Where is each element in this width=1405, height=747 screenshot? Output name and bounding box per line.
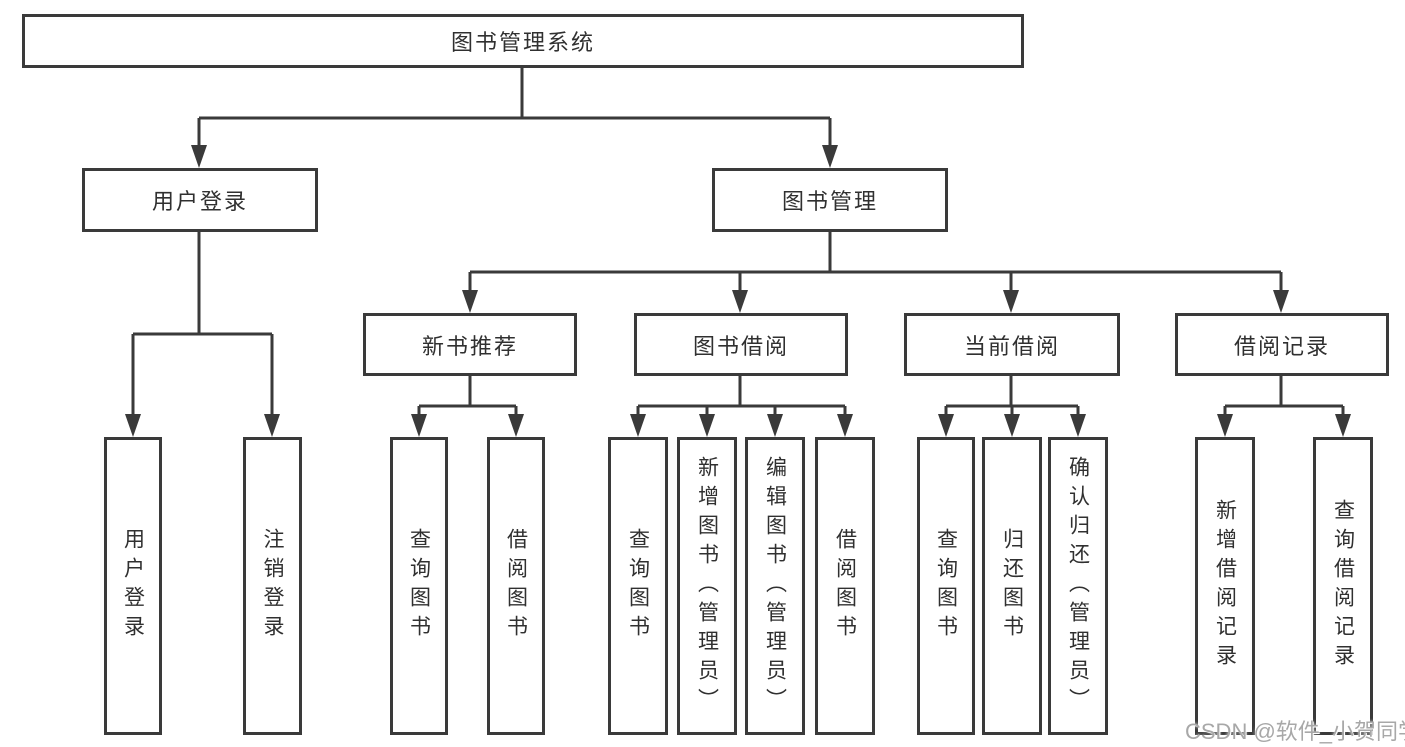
node-book-borrowing: 图书借阅 bbox=[634, 313, 848, 376]
leaf-query-borrow-record: 查询借阅记录 bbox=[1313, 437, 1373, 735]
leaf-edit-books-admin: 编辑图书（管理员） bbox=[745, 437, 805, 735]
leaf-borrow-books: 借阅图书 bbox=[815, 437, 875, 735]
node-current-borrowing: 当前借阅 bbox=[904, 313, 1120, 376]
node-label: 借阅图书 bbox=[504, 528, 528, 644]
node-label: 新书推荐 bbox=[421, 333, 518, 359]
leaf-return-books: 归还图书 bbox=[982, 437, 1042, 735]
leaf-confirm-return-admin: 确认归还（管理员） bbox=[1048, 437, 1108, 735]
leaf-borrow-books-recommend: 借阅图书 bbox=[487, 437, 545, 735]
leaf-query-books-borrowing: 查询图书 bbox=[608, 437, 668, 735]
node-label: 借阅记录 bbox=[1233, 333, 1330, 359]
node-label: 图书管理系统 bbox=[450, 30, 595, 55]
leaf-query-books-current: 查询图书 bbox=[917, 437, 975, 735]
leaf-query-books-recommend: 查询图书 bbox=[390, 437, 448, 735]
node-label: 编辑图书（管理员） bbox=[763, 455, 787, 717]
node-label: 确认归还（管理员） bbox=[1066, 455, 1090, 717]
node-label: 归还图书 bbox=[1000, 528, 1024, 644]
node-label: 用户登录 bbox=[151, 189, 248, 214]
node-label: 图书借阅 bbox=[692, 333, 789, 359]
node-root-system: 图书管理系统 bbox=[22, 14, 1024, 68]
node-label: 查询借阅记录 bbox=[1331, 499, 1355, 673]
node-new-book-recommendation: 新书推荐 bbox=[363, 313, 577, 376]
node-label: 新增图书（管理员） bbox=[695, 455, 719, 717]
node-user-login: 用户登录 bbox=[82, 168, 318, 232]
node-label: 当前借阅 bbox=[963, 333, 1060, 359]
leaf-user-login: 用户登录 bbox=[104, 437, 162, 735]
leaf-add-books-admin: 新增图书（管理员） bbox=[677, 437, 737, 735]
leaf-logout: 注销登录 bbox=[243, 437, 302, 735]
node-label: 图书管理 bbox=[781, 189, 878, 214]
node-label: 借阅图书 bbox=[833, 528, 857, 644]
node-label: 查询图书 bbox=[934, 528, 958, 644]
node-label: 查询图书 bbox=[626, 528, 650, 644]
node-label: 查询图书 bbox=[407, 528, 431, 644]
leaf-add-borrow-record: 新增借阅记录 bbox=[1195, 437, 1255, 735]
node-label: 用户登录 bbox=[121, 528, 145, 644]
node-book-management: 图书管理 bbox=[712, 168, 948, 232]
arrowheads bbox=[125, 145, 1351, 437]
csdn-watermark: CSDN @软件_小贺同学 bbox=[1185, 719, 1405, 744]
node-borrowing-records: 借阅记录 bbox=[1175, 313, 1389, 376]
node-label: 新增借阅记录 bbox=[1213, 499, 1237, 673]
node-label: 注销登录 bbox=[261, 528, 284, 644]
